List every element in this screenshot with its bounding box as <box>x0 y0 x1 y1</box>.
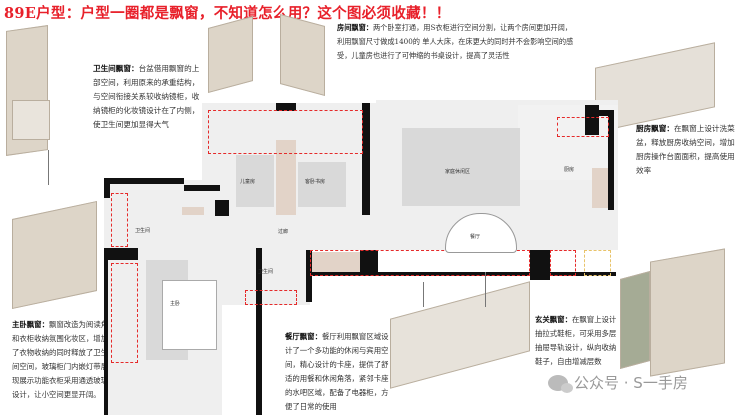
bath2-zone <box>222 250 310 305</box>
floor-plan: 儿童房 客卧书房 家庭休闲区 厨房 餐厅 过廊 卫生间 卫生间 主卧 <box>100 100 640 415</box>
page-title: 89E户型：户型一圈都是飘窗，不知道怎么用？这个图必须收藏！！ <box>4 5 451 22</box>
kitchen-cabinet <box>592 168 608 208</box>
study-rug <box>298 162 346 207</box>
bathroom-sink-illustration <box>12 100 50 140</box>
annotation-heading: 玄关飘窗： <box>535 315 572 324</box>
room-label-bath1: 卫生间 <box>135 228 151 234</box>
annotation-kitchen-window: 厨房飘窗：在飘窗上设计洗菜盆，释放厨房收纳空间，增加厨房操作台面面积，提高使用效… <box>636 122 736 178</box>
wall <box>310 272 616 276</box>
room-label-study: 客卧书房 <box>305 179 326 185</box>
annotation-body: 在飘窗上设计抽拉式鞋柜，可采用多层抽屉导轨设计，纵向收纳鞋子，自由增减层数 <box>535 315 617 366</box>
wall <box>276 103 296 111</box>
wall <box>360 250 378 276</box>
annotation-body: 台盆借用飘窗的上部空间，利用原来的承重结构，与空间衔接关系较收纳镜柜，收纳镜柜的… <box>93 64 200 129</box>
wall <box>215 200 229 216</box>
wall <box>590 110 614 116</box>
annotation-entry-window: 玄关飘窗：在飘窗上设计抽拉式鞋柜，可采用多层抽屉导轨设计，纵向收纳鞋子，自由增减… <box>535 313 617 369</box>
annotation-body: 在飘窗上设计洗菜盆，释放厨房收纳空间，增加厨房操作台面面积，提高使用效率 <box>636 124 735 175</box>
watermark-text: 公众号 · S一手房 <box>574 374 688 392</box>
wall <box>104 248 138 260</box>
bath2-bay-window <box>245 290 297 305</box>
room-label-kids: 儿童房 <box>240 179 256 185</box>
annotation-dining-window: 餐厅飘窗：餐厅利用飘窗区域设计了一个多功能的休闲与宾用空间，精心设计的卡座，提供… <box>285 330 391 414</box>
annotation-body: 两个卧室打通，用S衣柜进行空间分割，让两个房间更加开阔，利用飘窗尺寸做成1400… <box>337 23 574 60</box>
leader-line <box>48 150 49 185</box>
bedroom-illustration-1 <box>208 15 253 94</box>
annotation-heading: 厨房飘窗： <box>636 124 674 133</box>
dining-bench <box>312 252 360 275</box>
corridor-zone <box>104 180 618 250</box>
watermark: 公众号 · S一手房 <box>548 372 688 393</box>
living-rug <box>402 128 520 206</box>
bath-cabinet <box>182 207 204 215</box>
wardrobe-illustration <box>12 200 97 310</box>
annotation-room-window: 房间飘窗：两个卧室打通，用S衣柜进行空间分割，让两个房间更加开阔，利用飘窗尺寸做… <box>337 21 577 63</box>
entry-bay-window <box>550 250 576 276</box>
wall <box>608 110 614 210</box>
kids-room-rug <box>236 155 274 207</box>
room-label-kitchen: 厨房 <box>564 167 575 173</box>
room-label-dining: 餐厅 <box>470 234 481 240</box>
annotation-heading: 主卧飘窗： <box>12 320 49 329</box>
annotation-bathroom-window: 卫生间飘窗：台盆借用飘窗的上部空间，利用原来的承重结构，与空间衔接关系较收纳镜柜… <box>93 62 201 132</box>
room-label-master: 主卧 <box>170 301 181 307</box>
s-wardrobe <box>276 140 296 215</box>
wall <box>256 248 262 415</box>
annotation-heading: 房间飘窗： <box>337 23 373 32</box>
wall <box>104 178 184 184</box>
entry-cabinet-zone <box>584 250 611 276</box>
wall <box>306 250 312 302</box>
room-label-corridor: 过廊 <box>278 229 289 235</box>
annotation-body: 飘窗改造为阅读角和衣柜收纳氛围化妆区，增加了衣物收纳的同时释放了卫生间空间，玻璃… <box>12 320 109 399</box>
annotation-heading: 卫生间飘窗： <box>93 64 139 73</box>
bedroom-bay-window <box>208 110 363 154</box>
master-bed <box>162 280 217 350</box>
wall <box>104 178 110 198</box>
wall <box>362 103 370 215</box>
master-bay-window <box>111 263 138 363</box>
wechat-icon <box>548 374 573 393</box>
annotation-heading: 餐厅飘窗： <box>285 332 322 341</box>
annotation-master-window: 主卧飘窗：飘窗改造为阅读角和衣柜收纳氛围化妆区，增加了衣物收纳的同时释放了卫生间… <box>12 318 110 402</box>
leader-line <box>423 282 424 307</box>
dining-bay-window <box>310 250 530 276</box>
room-label-bath2: 卫生间 <box>258 269 274 275</box>
bedroom-illustration-2 <box>280 13 325 97</box>
wall <box>104 250 108 415</box>
bathroom-bay-window <box>111 193 128 247</box>
kitchen-bay-window <box>557 117 609 137</box>
wall <box>184 185 220 191</box>
leader-line <box>485 272 486 307</box>
shoe-cabinet-illustration <box>650 248 725 377</box>
annotation-body: 餐厅利用飘窗区域设计了一个多功能的休闲与宾用空间，精心设计的卡座，提供了舒适的用… <box>285 332 389 411</box>
room-label-living: 家庭休闲区 <box>445 169 471 175</box>
